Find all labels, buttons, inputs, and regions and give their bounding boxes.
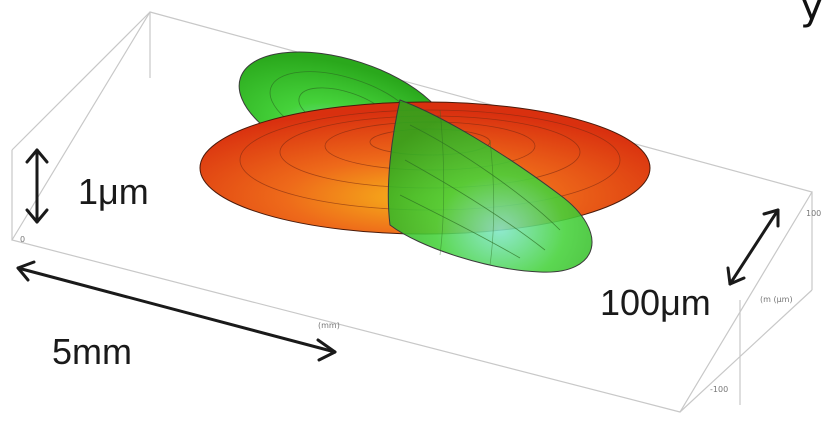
box-left-top-edge: [11, 11, 151, 151]
length-label: 5mm: [52, 331, 132, 372]
dimension-arrows: [16, 148, 780, 362]
tick-neg100: -100: [710, 385, 729, 394]
length-axis-title: (mm): [318, 321, 340, 330]
depth-axis-title: (m (μm): [760, 295, 793, 304]
depth-arrow: [726, 208, 780, 286]
height-arrow: [25, 148, 49, 224]
tick-0: 0: [20, 235, 26, 244]
green-lobe-front: [387, 99, 593, 273]
bounding-box: [11, 11, 813, 413]
corner-axis-label: y: [800, 0, 824, 29]
height-label: 1μm: [78, 171, 149, 212]
box-front-bottom-edge: [679, 289, 813, 413]
tick-100: 100: [806, 209, 822, 218]
length-arrow: [16, 260, 337, 362]
depth-label: 100μm: [600, 282, 711, 323]
